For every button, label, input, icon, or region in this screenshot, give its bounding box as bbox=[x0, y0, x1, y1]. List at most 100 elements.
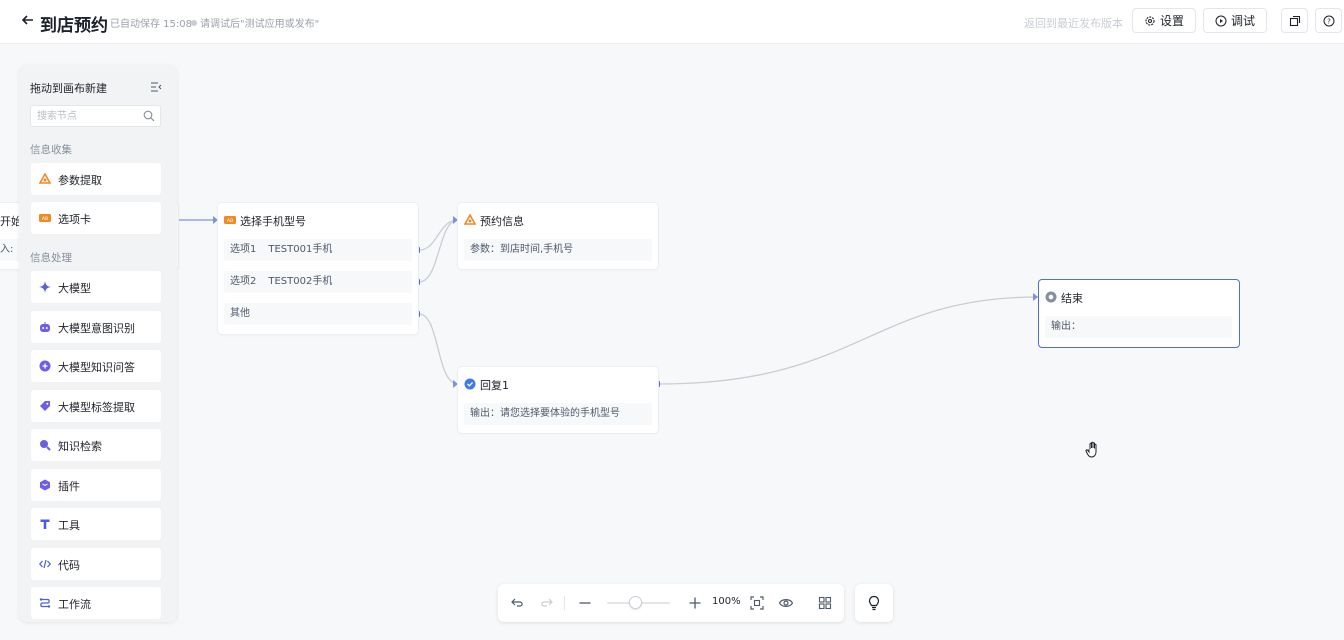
check-circle-icon bbox=[464, 378, 476, 390]
node-search-field[interactable] bbox=[30, 105, 161, 127]
zoom-level: 100% bbox=[712, 596, 741, 607]
booking-info-title: 预约信息 bbox=[480, 215, 524, 228]
palette-item-label: 大模型知识问答 bbox=[58, 361, 135, 374]
option-1-label: 选项1 bbox=[230, 244, 257, 255]
palette-item-tool[interactable]: 工具 bbox=[31, 508, 161, 540]
robot-icon bbox=[40, 322, 50, 332]
zoom-in-icon[interactable] bbox=[687, 595, 703, 611]
zoom-slider-knob[interactable] bbox=[629, 596, 642, 609]
palette-item-code[interactable]: 代码 bbox=[31, 548, 161, 580]
palette-item-option-card[interactable]: AB 选项卡 bbox=[31, 202, 161, 234]
palette-item-plugin[interactable]: 插件 bbox=[31, 469, 161, 501]
debug-button[interactable]: 调试 bbox=[1203, 8, 1267, 33]
zoom-out-icon[interactable] bbox=[577, 595, 593, 611]
palette-item-workflow[interactable]: 工作流 bbox=[31, 587, 161, 619]
knowledge-search-icon bbox=[40, 440, 51, 451]
debug-hint: 请调试后"测试应用或发布" bbox=[191, 15, 319, 30]
help-button[interactable]: ? bbox=[1315, 8, 1342, 33]
play-icon bbox=[1215, 15, 1227, 26]
end-output: 输出： bbox=[1045, 316, 1232, 338]
palette-item-tag-extract[interactable]: 大模型标签提取 bbox=[31, 390, 161, 422]
option-card-icon: AB bbox=[39, 214, 51, 222]
palette-item-label: 大模型 bbox=[58, 282, 91, 295]
svg-text:?: ? bbox=[1327, 17, 1331, 25]
group-label-collect: 信息收集 bbox=[30, 144, 72, 156]
palette-item-llm[interactable]: 大模型 bbox=[31, 271, 161, 303]
top-bar: 到店预约 已自动保存 15:08 请调试后"测试应用或发布" 返回到最近发布版本… bbox=[0, 0, 1344, 44]
group-label-process: 信息处理 bbox=[30, 252, 72, 264]
tips-button[interactable] bbox=[855, 584, 893, 622]
help-icon: ? bbox=[1323, 15, 1334, 26]
palette-item-label: 参数提取 bbox=[58, 174, 102, 187]
gear-icon bbox=[1145, 15, 1155, 26]
hand-cursor-icon bbox=[1085, 441, 1097, 458]
autosave-status: 已自动保存 15:08 bbox=[110, 19, 192, 30]
node-search-input[interactable] bbox=[37, 109, 137, 123]
debug-label: 调试 bbox=[1230, 14, 1255, 28]
choose-phone-title: 选择手机型号 bbox=[240, 215, 306, 228]
tool-icon bbox=[40, 519, 50, 529]
search-icon bbox=[143, 110, 155, 122]
svg-text:AB: AB bbox=[227, 218, 233, 224]
fit-view-icon[interactable] bbox=[749, 595, 765, 611]
option-card-icon: AB bbox=[224, 216, 236, 224]
page-title: 到店预约 bbox=[40, 16, 108, 36]
palette-item-label: 大模型意图识别 bbox=[58, 322, 135, 335]
settings-label: 设置 bbox=[1159, 14, 1184, 28]
palette-item-knowledge-qa[interactable]: 大模型知识问答 bbox=[31, 350, 161, 382]
redo-icon[interactable] bbox=[538, 595, 554, 611]
hint-dot-icon bbox=[191, 20, 197, 26]
option-row-other[interactable]: 其他 bbox=[224, 303, 412, 325]
panel-title: 拖动到画布新建 bbox=[30, 82, 107, 95]
canvas-toolbar: 100% bbox=[498, 584, 844, 622]
debug-hint-text: 请调试后"测试应用或发布" bbox=[200, 19, 320, 30]
toolbar-divider bbox=[564, 596, 565, 610]
edge-option1-booking bbox=[418, 219, 459, 251]
end-node[interactable]: 结束 输出： bbox=[1038, 279, 1240, 348]
edge-option2-booking bbox=[418, 219, 459, 283]
lightbulb-icon bbox=[868, 595, 880, 611]
palette-item-label: 工作流 bbox=[58, 598, 91, 611]
param-extract-icon bbox=[464, 214, 476, 225]
edge-arrow bbox=[453, 216, 458, 224]
eye-icon[interactable] bbox=[778, 595, 794, 611]
param-extract-icon bbox=[39, 173, 51, 184]
option-2-label: 选项2 bbox=[230, 276, 257, 287]
settings-button[interactable]: 设置 bbox=[1132, 8, 1196, 33]
palette-item-label: 选项卡 bbox=[58, 213, 91, 226]
copy-icon bbox=[1289, 15, 1300, 26]
palette-item-param-extract[interactable]: 参数提取 bbox=[31, 163, 161, 195]
palette-item-label: 大模型标签提取 bbox=[58, 401, 135, 414]
palette-item-label: 知识检索 bbox=[58, 440, 102, 453]
node-palette-panel: 拖动到画布新建 信息收集 参数提取 AB 选项卡 信息处理 大模型 大模型意图识… bbox=[19, 65, 177, 622]
start-node-title: 开始 bbox=[0, 215, 22, 228]
reply-node[interactable]: 回复1 输出：请您选择要体验的手机型号 bbox=[458, 367, 658, 433]
palette-item-label: 工具 bbox=[58, 519, 80, 532]
collapse-panel-icon[interactable] bbox=[150, 81, 162, 93]
code-icon bbox=[39, 559, 51, 569]
booking-info-node[interactable]: 预约信息 参数：到店时间,手机号 bbox=[458, 203, 658, 269]
option-1-value: TEST001手机 bbox=[268, 244, 333, 255]
palette-item-intent[interactable]: 大模型意图识别 bbox=[31, 311, 161, 343]
tag-icon bbox=[40, 401, 50, 411]
palette-item-knowledge-search[interactable]: 知识检索 bbox=[31, 429, 161, 461]
stop-circle-icon bbox=[1045, 291, 1057, 303]
edge-arrow bbox=[1033, 293, 1038, 301]
grid-layout-icon[interactable] bbox=[817, 595, 833, 611]
qa-icon bbox=[39, 360, 51, 372]
edge-other-reply bbox=[418, 313, 459, 385]
edge-arrow bbox=[213, 216, 218, 224]
back-arrow-icon[interactable] bbox=[20, 12, 36, 28]
copy-button[interactable] bbox=[1281, 8, 1308, 33]
svg-text:AB: AB bbox=[42, 216, 48, 222]
option-row-1[interactable]: 选项1 TEST001手机 bbox=[224, 239, 412, 261]
reply-title: 回复1 bbox=[480, 379, 509, 392]
end-title: 结束 bbox=[1061, 292, 1083, 305]
edge-arrow bbox=[453, 380, 458, 388]
option-other-label: 其他 bbox=[230, 308, 250, 319]
revert-to-published-link[interactable]: 返回到最近发布版本 bbox=[1024, 17, 1123, 30]
undo-icon[interactable] bbox=[510, 595, 526, 611]
workflow-icon bbox=[39, 598, 51, 608]
